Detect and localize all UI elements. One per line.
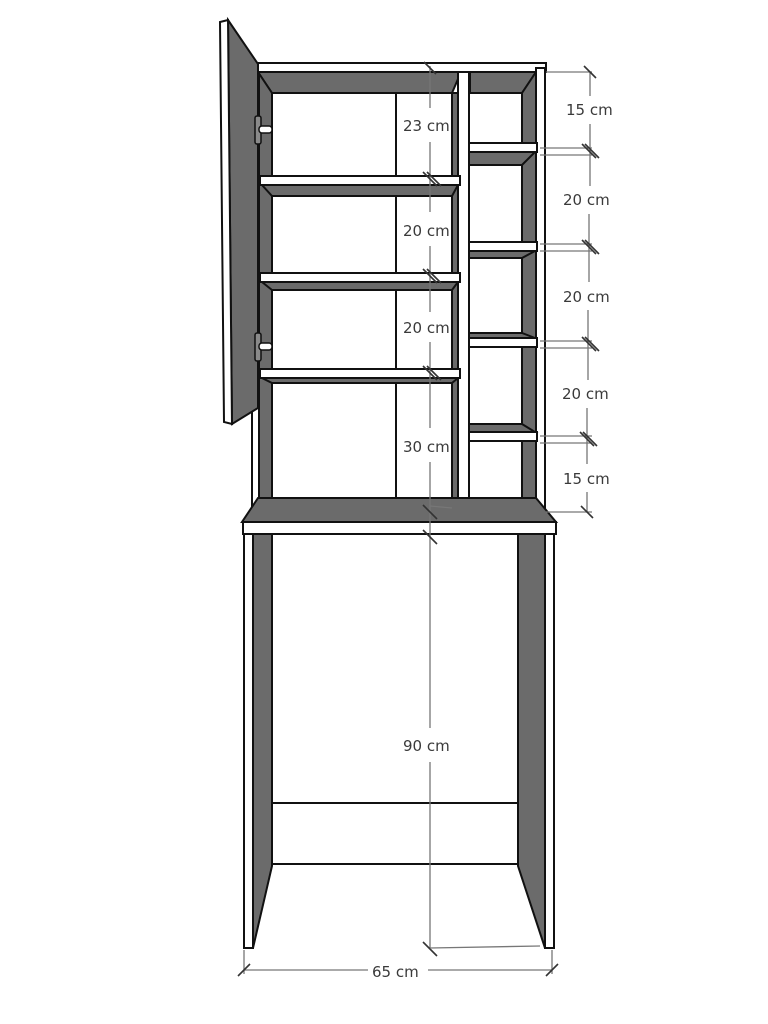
dim-right-4: 20 cm [562,385,609,403]
dim-right-3: 20 cm [563,288,610,306]
right-shelves [468,142,539,442]
upper-cabinet [240,62,559,535]
dim-right-5: 15 cm [563,470,610,488]
dimension-labels: 23 cm 20 cm 20 cm 30 cm 15 cm 20 cm 20 c… [372,101,613,981]
right-leg [517,533,546,949]
dimension-lines [237,61,600,977]
counter-top [240,497,559,523]
left-leg [252,533,273,949]
open-door [218,16,273,426]
dim-base-height: 90 cm [403,737,450,755]
base-frame [243,533,555,949]
dim-right-2: 20 cm [563,191,610,209]
top-panel [255,62,547,73]
dim-left-1: 23 cm [403,117,450,135]
hinge-top-icon [254,115,273,145]
dim-left-2: 20 cm [403,222,450,240]
vertical-divider [457,71,470,513]
right-side-panel [521,68,537,515]
dim-left-4: 30 cm [403,438,450,456]
dim-right-1: 15 cm [566,101,613,119]
dim-left-3: 20 cm [403,319,450,337]
hinge-bottom-icon [254,332,273,362]
dim-total-width: 65 cm [372,963,419,981]
left-shelves [259,175,461,384]
